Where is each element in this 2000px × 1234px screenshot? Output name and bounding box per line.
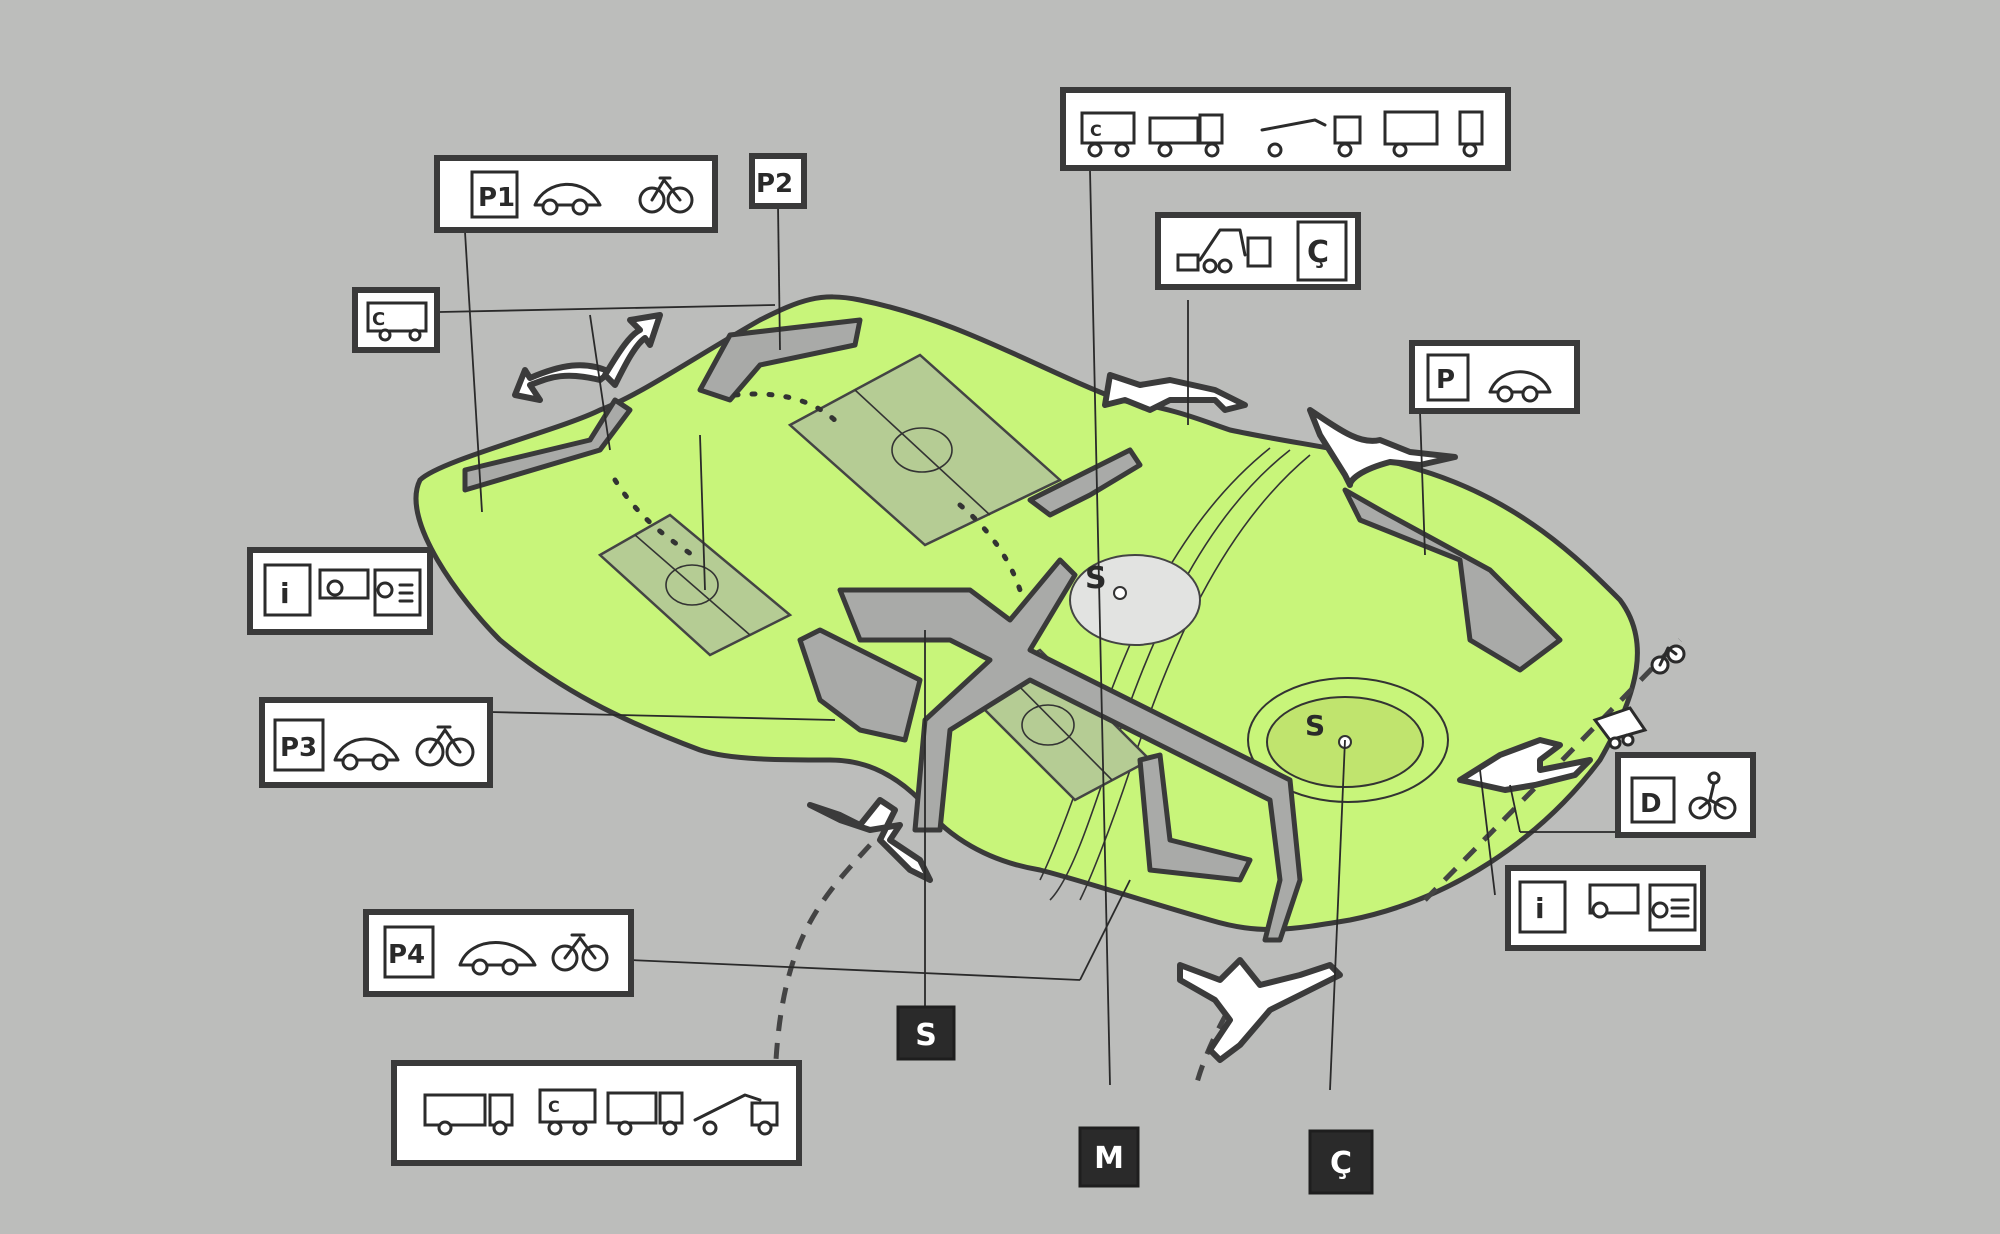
marker-s-label: S — [915, 1018, 937, 1053]
legend-box-bus-c[interactable]: C — [352, 287, 440, 353]
parking-p3-area — [797, 627, 923, 743]
crane-truck-icon — [1260, 115, 1362, 158]
parking-p1-strip — [462, 397, 633, 493]
legend-box-p4[interactable]: P4 — [363, 909, 634, 997]
walkway-dotted-2 — [732, 391, 843, 428]
badge-p-right: P — [1436, 365, 1455, 395]
bus-c-icon: C — [538, 1088, 597, 1136]
car-icon — [333, 737, 400, 771]
parking-p2-strip — [697, 317, 863, 403]
sports-field-top — [787, 353, 1063, 547]
bicycle-icon — [638, 176, 694, 214]
access-arrow-south[interactable] — [1177, 957, 1343, 1063]
badge-p4: P4 — [388, 940, 425, 970]
access-arrow-southwest[interactable] — [807, 797, 933, 883]
legend-box-vehicles-bottom[interactable]: C — [391, 1060, 802, 1166]
access-arrow-north[interactable] — [1102, 372, 1248, 413]
bus-c-icon: C — [1080, 111, 1136, 158]
track-label: S — [1305, 709, 1325, 742]
bus-c-icon: C — [366, 301, 428, 342]
tow-truck-icon — [1176, 228, 1272, 274]
parking-p4-area — [1137, 752, 1253, 883]
legend-box-info-right[interactable]: i — [1505, 865, 1706, 951]
badge-p2: P2 — [756, 169, 793, 199]
bicycle-icon — [551, 933, 609, 972]
access-arrow-northwest[interactable] — [512, 312, 663, 403]
rail-line-left — [772, 843, 872, 1081]
walkway-dotted-3 — [957, 502, 1023, 593]
marker-m[interactable]: M — [1078, 1126, 1140, 1188]
marker-m-label: M — [1094, 1141, 1124, 1176]
central-road — [837, 557, 1303, 943]
fire-truck-icon — [423, 1093, 514, 1136]
bicycle-icon — [415, 725, 475, 767]
badge-info-right: i — [1535, 892, 1545, 925]
sports-field-left — [597, 513, 793, 657]
access-arrow-east[interactable] — [1307, 407, 1458, 488]
legend-box-p1[interactable]: P1 — [434, 155, 718, 233]
legend-box-vehicles-top[interactable]: C — [1060, 87, 1511, 171]
car-icon — [458, 941, 537, 976]
car-icon — [1488, 370, 1552, 403]
walkway-dotted-1 — [612, 477, 703, 563]
info-desk-icon — [318, 568, 370, 600]
legend-box-p2[interactable]: P2 — [749, 153, 807, 209]
badge-p1: P1 — [478, 183, 515, 213]
fire-truck-icon — [1383, 110, 1484, 158]
marker-c[interactable]: Ç — [1308, 1129, 1374, 1195]
badge-c-truck: Ç — [1307, 235, 1329, 270]
badge-p3: P3 — [280, 733, 317, 763]
cyclist-icon — [1688, 771, 1737, 820]
marker-s[interactable]: S — [896, 1005, 956, 1061]
stadium-label: S — [1085, 561, 1107, 596]
entry-road-top — [1027, 447, 1143, 518]
bicycle-small-icon — [1650, 644, 1686, 675]
legend-box-p-right[interactable]: P — [1409, 340, 1580, 414]
badge-d-bike: D — [1640, 789, 1662, 819]
crane-truck-icon — [693, 1093, 779, 1136]
presenter-icon — [373, 568, 422, 617]
badge-info-left: i — [280, 577, 290, 610]
dump-truck-icon — [606, 1091, 684, 1136]
info-desk-icon — [1588, 883, 1640, 919]
parking-right-strip — [1342, 487, 1563, 673]
legend-box-p3[interactable]: P3 — [259, 697, 493, 788]
legend-box-d-bike[interactable]: D — [1615, 752, 1756, 838]
stadium: S — [1069, 554, 1201, 646]
legend-box-c-truck[interactable]: Ç — [1155, 212, 1361, 290]
car-icon — [533, 182, 602, 216]
dump-truck-icon — [1148, 113, 1224, 158]
access-arrow-southeast[interactable] — [1457, 737, 1593, 793]
svg-text:C: C — [548, 1097, 560, 1116]
presenter-icon — [1648, 883, 1697, 932]
legend-box-info-left[interactable]: i — [247, 547, 433, 635]
svg-text:C: C — [372, 309, 385, 330]
leader-lines — [429, 169, 1620, 1091]
svg-text:C: C — [1090, 121, 1102, 140]
marker-c-label: Ç — [1330, 1146, 1352, 1181]
service-cart-icon — [1592, 706, 1648, 750]
